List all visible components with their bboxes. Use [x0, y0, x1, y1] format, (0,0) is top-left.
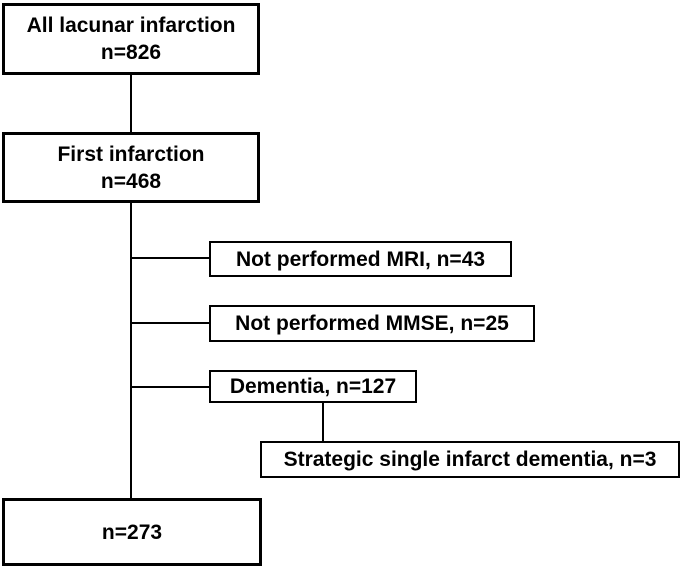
box-all-lacunar-infarction: All lacunar infarction n=826 [2, 3, 260, 75]
box-final-cohort-count: n=273 [101, 520, 163, 544]
box-not-performed-mri: Not performed MRI, n=43 [209, 241, 512, 277]
connector-branch-dementia [131, 386, 209, 388]
box-strategic-single-infarct-dementia: Strategic single infarct dementia, n=3 [260, 441, 680, 478]
box-all-lacunar-infarction-count: n=826 [100, 41, 162, 64]
box-dementia: Dementia, n=127 [209, 370, 417, 403]
connector-dementia-to-strategic [322, 403, 324, 441]
box-first-infarction: First infarction n=468 [2, 132, 260, 203]
box-dementia-label: Dementia, n=127 [229, 375, 397, 398]
box-not-performed-mmse-label: Not performed MMSE, n=25 [235, 312, 509, 335]
box-not-performed-mri-label: Not performed MRI, n=43 [235, 247, 486, 271]
connector-branch-not-performed-mri [131, 257, 209, 259]
connector-first-infarction-to-final-cohort [130, 203, 132, 498]
connector-all-lacunar-to-first-infarction [130, 75, 132, 132]
box-all-lacunar-infarction-label: All lacunar infarction [26, 14, 236, 37]
box-strategic-single-infarct-dementia-label: Strategic single infarct dementia, n=3 [283, 448, 657, 471]
box-final-cohort: n=273 [2, 498, 262, 566]
box-not-performed-mmse: Not performed MMSE, n=25 [209, 305, 535, 342]
box-first-infarction-count: n=468 [100, 169, 162, 193]
box-first-infarction-label: First infarction [57, 142, 205, 166]
connector-branch-not-performed-mmse [131, 322, 209, 324]
